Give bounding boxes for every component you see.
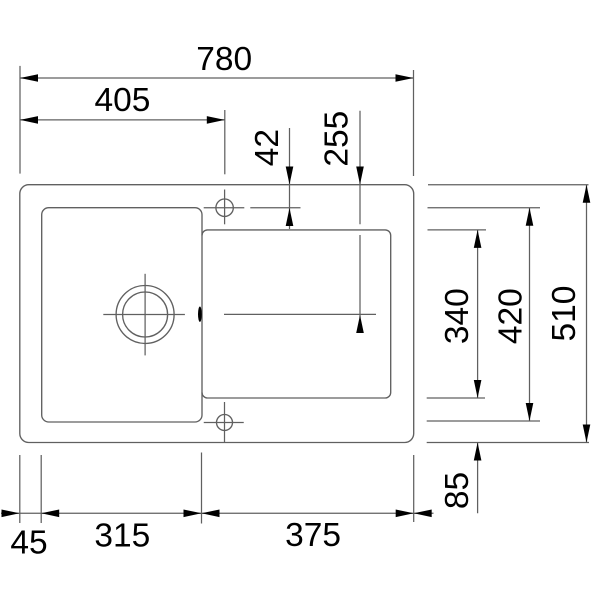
svg-text:375: 375 <box>285 517 341 554</box>
svg-text:85: 85 <box>439 472 476 509</box>
svg-text:510: 510 <box>546 286 583 342</box>
svg-text:45: 45 <box>10 524 47 561</box>
svg-text:405: 405 <box>94 82 150 119</box>
svg-text:42: 42 <box>249 129 286 166</box>
svg-text:255: 255 <box>319 111 356 167</box>
svg-text:340: 340 <box>439 288 476 344</box>
svg-text:420: 420 <box>492 288 529 344</box>
svg-text:780: 780 <box>196 41 252 78</box>
svg-text:315: 315 <box>94 518 150 555</box>
